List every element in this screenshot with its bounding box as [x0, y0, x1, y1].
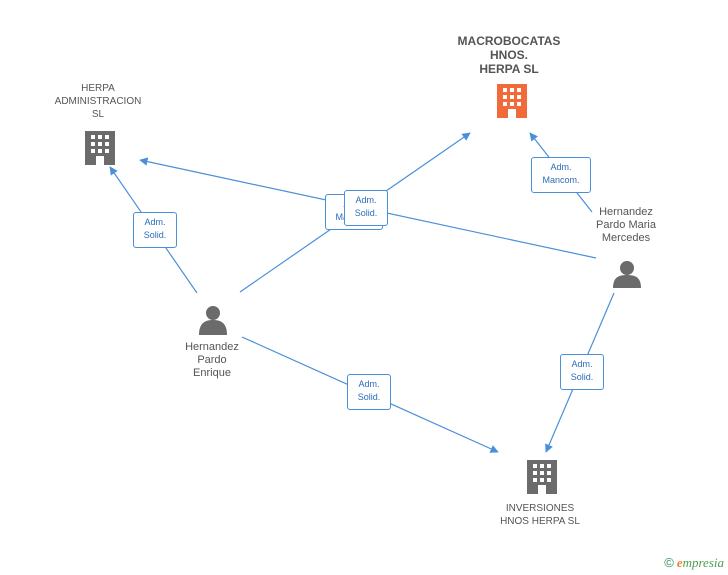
edge-label-enrique-herpa[interactable]: Adm. Solid.	[133, 212, 177, 248]
edge-label-mercedes-inversiones[interactable]: Adm. Solid.	[560, 354, 604, 390]
edge-label-enrique-inversiones[interactable]: Adm. Solid.	[347, 374, 391, 410]
edge-label-mercedes-macro[interactable]: Adm. Mancom.	[531, 157, 591, 193]
footer-brand: ©empresia	[664, 555, 724, 571]
node-label-hernandez-pardo-enrique[interactable]: Hernandez Pardo Enrique	[185, 341, 239, 379]
node-label-herpa-administracion[interactable]: HERPA ADMINISTRACION SL	[54, 83, 142, 120]
building-icon	[497, 84, 527, 118]
edge-label-enrique-macro[interactable]: Adm. Solid.	[344, 190, 388, 226]
person-icon	[199, 306, 227, 335]
node-label-hernandez-pardo-maria-mercedes[interactable]: Hernandez Pardo Maria Mercedes	[596, 206, 656, 244]
building-icon	[85, 131, 115, 165]
node-label-inversiones[interactable]: INVERSIONES HNOS HERPA SL	[500, 503, 580, 527]
person-icon	[613, 261, 641, 288]
node-label-macrobocatas[interactable]: MACROBOCATAS HNOS. HERPA SL	[457, 34, 561, 76]
copyright-symbol: ©	[664, 555, 674, 570]
building-icon	[527, 460, 557, 494]
brand-logo: empresia	[676, 555, 724, 570]
